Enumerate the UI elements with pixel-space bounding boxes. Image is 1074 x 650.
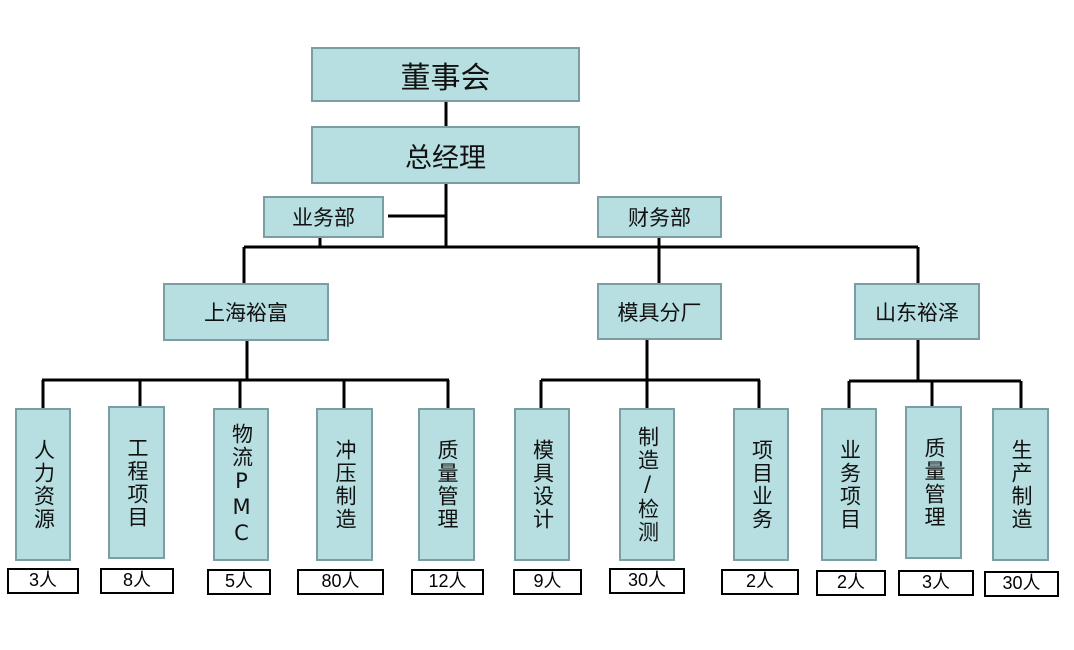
- sales-dept-box: 业务部: [263, 196, 384, 238]
- unit-label: 质量管理: [922, 436, 946, 529]
- unit-box: 人力资源: [15, 408, 71, 561]
- unit-box: 业务项目: [821, 408, 877, 561]
- headcount-label: 3人: [898, 570, 974, 596]
- unit-box: 制造/检测: [619, 408, 675, 561]
- branch-label: 山东裕泽: [875, 300, 959, 325]
- headcount-label: 3人: [7, 568, 79, 594]
- unit-label: 人力资源: [31, 438, 56, 531]
- unit-box: 质量管理: [418, 408, 475, 561]
- unit-label: 工程项目: [125, 436, 149, 529]
- headcount-label: 30人: [609, 568, 685, 594]
- finance-dept-box: 财务部: [597, 196, 722, 238]
- branch-box-shanghai-yufu: 上海裕富: [163, 283, 329, 341]
- unit-label: 模具设计: [530, 438, 555, 531]
- unit-label: 冲压制造: [333, 438, 357, 531]
- board-label: 董事会: [400, 60, 491, 96]
- unit-label: 项目业务: [749, 438, 774, 531]
- unit-box: 冲压制造: [316, 408, 373, 561]
- headcount-label: 80人: [297, 569, 384, 595]
- finance-dept-label: 财务部: [628, 206, 691, 230]
- headcount-label: 9人: [513, 569, 582, 595]
- board-box: 董事会: [311, 47, 580, 102]
- branch-box-mold-factory: 模具分厂: [597, 283, 722, 340]
- headcount-label: 30人: [984, 571, 1059, 597]
- unit-label: 物流PMC: [229, 422, 254, 547]
- branch-label: 模具分厂: [617, 300, 702, 325]
- unit-box: 质量管理: [905, 406, 962, 559]
- unit-label: 生产制造: [1009, 438, 1033, 531]
- unit-box: 项目业务: [733, 408, 789, 561]
- headcount-label: 2人: [721, 569, 799, 595]
- unit-label: 业务项目: [837, 438, 862, 531]
- general-manager-box: 总经理: [311, 126, 580, 184]
- unit-box: 生产制造: [992, 408, 1049, 561]
- headcount-label: 12人: [411, 569, 484, 595]
- general-manager-label: 总经理: [405, 142, 486, 174]
- sales-dept-label: 业务部: [292, 206, 355, 230]
- headcount-label: 2人: [816, 570, 886, 596]
- headcount-label: 8人: [100, 568, 174, 594]
- branch-label: 上海裕富: [204, 301, 288, 325]
- branch-box-shandong-yuze: 山东裕泽: [854, 283, 980, 340]
- unit-label: 质量管理: [435, 438, 459, 531]
- headcount-label: 5人: [207, 569, 271, 595]
- unit-box: 模具设计: [514, 408, 570, 561]
- unit-box: 物流PMC: [213, 408, 269, 561]
- unit-label: 制造/检测: [635, 425, 660, 544]
- unit-box: 工程项目: [108, 406, 165, 559]
